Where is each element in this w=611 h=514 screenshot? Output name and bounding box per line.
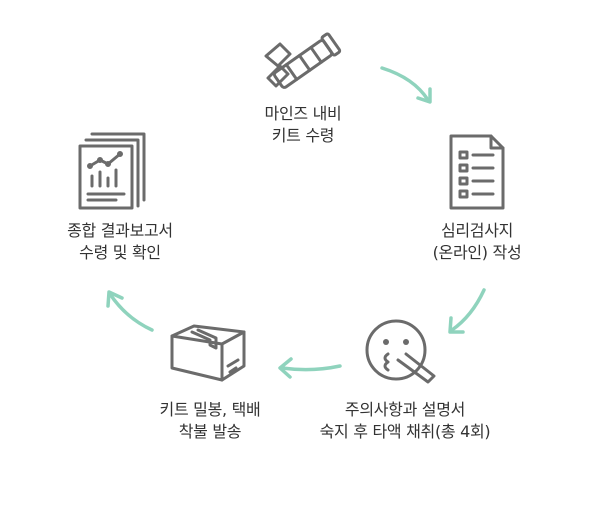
step-saliva-line1: 주의사항과 설명서 xyxy=(344,400,466,419)
step-report-line1: 종합 결과보고서 xyxy=(67,221,173,240)
step-survey-line1: 심리검사지 xyxy=(440,221,514,240)
package-box-icon xyxy=(170,324,246,382)
report-chart-icon xyxy=(78,132,146,210)
checklist-document-icon xyxy=(449,134,505,210)
arrow-ship-to-report xyxy=(106,290,154,332)
step-label-kit: 마인즈 내비 키트 수령 xyxy=(233,103,373,147)
arrow-saliva-to-ship xyxy=(278,357,342,379)
test-tube-icon xyxy=(264,32,342,89)
arrow-survey-to-saliva xyxy=(448,288,486,334)
step-kit-line1: 마인즈 내비 xyxy=(264,104,342,123)
step-label-ship: 키트 밀봉, 택배 착불 발송 xyxy=(130,399,290,443)
step-label-survey: 심리검사지 (온라인) 작성 xyxy=(402,220,552,264)
step-ship-line2: 착불 발송 xyxy=(178,422,242,441)
step-saliva-line2: 숙지 후 타액 채취(총 4회) xyxy=(319,422,491,441)
step-report-line2: 수령 및 확인 xyxy=(79,243,161,262)
face-saliva-icon xyxy=(365,319,436,384)
step-kit-line2: 키트 수령 xyxy=(271,126,335,145)
step-label-saliva: 주의사항과 설명서 숙지 후 타액 채취(총 4회) xyxy=(300,399,510,443)
step-label-report: 종합 결과보고서 수령 및 확인 xyxy=(45,220,195,264)
step-survey-line2: (온라인) 작성 xyxy=(432,243,522,262)
arrow-kit-to-survey xyxy=(380,66,432,104)
step-ship-line1: 키트 밀봉, 택배 xyxy=(159,400,261,419)
